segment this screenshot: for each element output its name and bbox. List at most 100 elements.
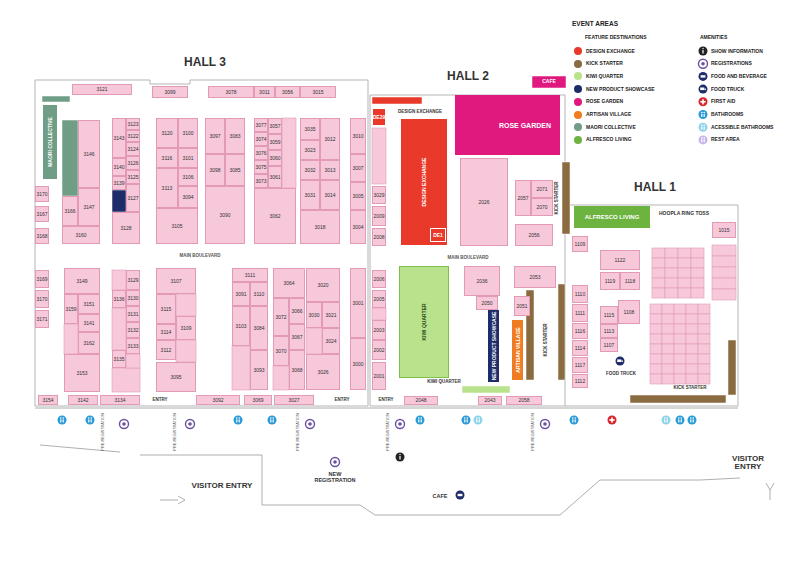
booth-number: 1113 <box>604 329 614 334</box>
booth: 3092 <box>196 395 240 405</box>
booth: 3023 <box>300 140 320 160</box>
booth <box>662 304 674 314</box>
booth <box>665 288 678 298</box>
map-label: PRE-REGISTRATION <box>531 413 535 450</box>
booth <box>650 374 662 384</box>
feature-area: DE29 <box>372 108 386 126</box>
booth-number: 3073 <box>255 179 266 184</box>
booth-number: 3026 <box>317 370 328 375</box>
booth: 1109 <box>572 236 588 252</box>
legend-item: ACESSIBLE BATHROOMS <box>711 123 773 131</box>
booth <box>712 278 736 289</box>
booth-number: 3018 <box>314 225 325 230</box>
booth: 3014 <box>320 180 340 210</box>
booth-number: 2026 <box>478 200 489 205</box>
booth: 3142 <box>68 395 98 405</box>
booth <box>112 308 126 350</box>
booth-number: 3131 <box>127 312 138 317</box>
booth <box>712 245 736 256</box>
booth: 3062 <box>254 188 296 244</box>
booth <box>662 354 674 364</box>
amenity-icon <box>608 416 617 425</box>
booth: 1111 <box>572 304 588 322</box>
booth-number: 3076 <box>255 151 266 156</box>
amenity-icon <box>396 453 405 462</box>
booth: 3027 <box>274 395 314 405</box>
amenity-icon <box>462 416 471 425</box>
amenity-icon <box>306 420 315 429</box>
booth <box>674 354 686 364</box>
booth: 3126 <box>126 156 140 170</box>
booth <box>678 268 691 278</box>
booth-number: 3125 <box>127 175 138 180</box>
booth-number: 3107 <box>170 279 181 284</box>
booth-number: 2006 <box>373 277 384 282</box>
booth-number: 2001 <box>373 374 384 379</box>
booth-number: 3060 <box>269 156 280 161</box>
legend-text: REGISTRATIONS <box>711 61 752 66</box>
map-label: KICK STARTER <box>673 386 706 391</box>
feature-strip <box>112 190 126 212</box>
booth: 2048 <box>404 396 438 405</box>
legend-swatch <box>574 60 582 68</box>
map-label: PRE-REGISTRATION <box>101 413 105 450</box>
booth: 3162 <box>78 332 100 354</box>
booth: 3154 <box>38 395 58 405</box>
area-heading: HALL 1 <box>634 181 676 194</box>
booth-number: 2003 <box>373 328 384 333</box>
feature-area: NEW PRODUCT SHOWCASE <box>488 310 499 382</box>
map-label: KICK STARTER <box>544 323 549 356</box>
booth-number: 1117 <box>575 363 585 368</box>
booth: 3116 <box>156 148 178 168</box>
booth: 1118 <box>620 272 640 290</box>
booth: 3115 <box>156 294 176 324</box>
booth <box>652 288 665 298</box>
booth-number: 3031 <box>304 193 315 198</box>
booth <box>698 374 710 384</box>
booth <box>650 364 662 374</box>
booth-number: 3097 <box>209 134 220 139</box>
booth: 3093 <box>250 350 268 390</box>
booth <box>652 278 665 288</box>
booth <box>372 308 386 320</box>
amenity-icon <box>570 416 579 425</box>
booth: 3011 <box>254 86 275 98</box>
booth <box>665 268 678 278</box>
amenity-icon <box>186 420 195 429</box>
booth-number: 3120 <box>161 131 172 136</box>
booth <box>698 334 710 344</box>
booth-number: 3133 <box>127 344 138 349</box>
booth-number: 3113 <box>162 186 173 191</box>
booth: 3099 <box>152 86 188 98</box>
booth: 3147 <box>78 188 100 226</box>
booth <box>686 344 698 354</box>
area-heading: HALL 2 <box>447 70 489 83</box>
booth-number: 3141 <box>83 321 94 326</box>
booth <box>662 324 674 334</box>
booth: 1112 <box>572 374 588 388</box>
legend-text: ACESSIBLE BATHROOMS <box>711 125 773 130</box>
booth-number: 1112 <box>575 379 585 384</box>
booth: 3018 <box>300 210 340 244</box>
booth: 3105 <box>156 208 198 244</box>
booth: 3130 <box>126 290 140 306</box>
booth <box>665 248 678 258</box>
booth: 3132 <box>126 322 140 338</box>
booth <box>650 314 662 324</box>
booth-number: 3099 <box>164 90 175 95</box>
booth-number: 3106 <box>182 175 193 180</box>
booth: 2026 <box>460 158 508 246</box>
booth: 3066 <box>289 298 305 324</box>
legend-item: REST AREA <box>711 136 740 144</box>
booth-number: 2043 <box>484 398 495 403</box>
booth <box>674 344 686 354</box>
concourse-line <box>140 455 740 515</box>
booth <box>372 128 386 184</box>
booth <box>126 354 140 368</box>
booth-number: 3105 <box>171 224 182 229</box>
booth <box>232 346 250 390</box>
booth-number: 1119 <box>605 279 615 284</box>
legend-text: REST AREA <box>711 137 740 142</box>
booth <box>176 340 196 362</box>
booth <box>650 304 662 314</box>
